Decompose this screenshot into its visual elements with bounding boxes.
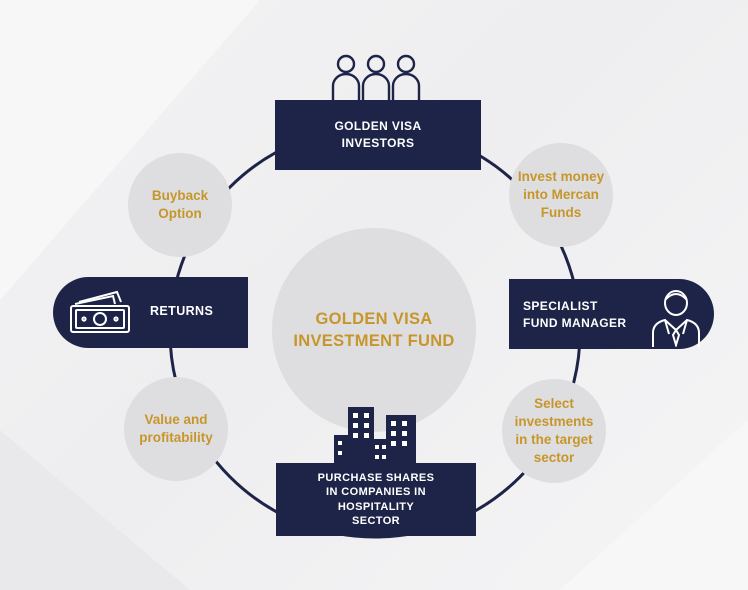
step-value-profitability: Value and profitability (124, 377, 228, 481)
box-right-label: SPECIALIST FUND MANAGER (523, 299, 627, 330)
box-bottom-label: PURCHASE SHARES IN COMPANIES IN HOSPITAL… (317, 471, 435, 528)
investors-group-icon (331, 54, 421, 100)
box-purchase-shares: PURCHASE SHARES IN COMPANIES IN HOSPITAL… (276, 463, 476, 536)
buildings-icon (334, 407, 416, 465)
center-title-line1: GOLDEN VISA (315, 310, 433, 328)
step-value-label: Value and profitability (139, 412, 213, 445)
center-title-line2: INVESTMENT FUND (293, 332, 455, 350)
box-specialist-fund-manager: SPECIALIST FUND MANAGER (509, 279, 714, 349)
center-fund-circle: GOLDEN VISA INVESTMENT FUND (272, 228, 476, 432)
box-golden-visa-investors: GOLDEN VISA INVESTORS (275, 100, 481, 170)
step-buyback-label: Buyback Option (151, 188, 209, 221)
step-invest-money: Invest money into Mercan Funds (509, 143, 613, 247)
cash-icon (70, 290, 130, 333)
step-select-label: Select investments in the target sector (514, 396, 594, 465)
step-select-investments: Select investments in the target sector (502, 379, 606, 483)
box-returns: RETURNS (53, 277, 248, 348)
step-invest-label: Invest money into Mercan Funds (517, 169, 605, 220)
box-left-label: RETURNS (150, 304, 214, 318)
box-top-label: GOLDEN VISA INVESTORS (334, 119, 422, 150)
fund-manager-icon (652, 290, 700, 347)
step-buyback-option: Buyback Option (128, 153, 232, 257)
